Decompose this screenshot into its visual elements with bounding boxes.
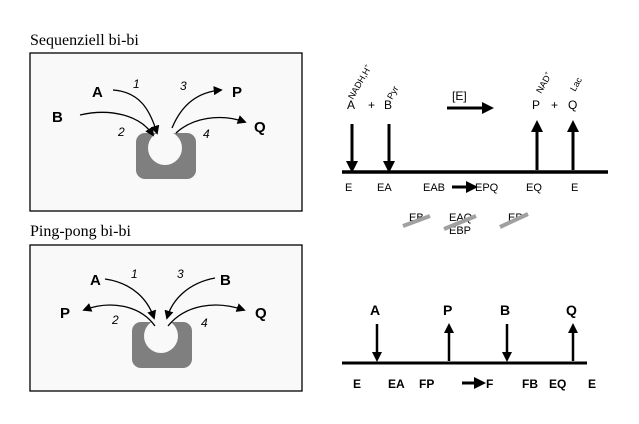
seq-step-4: 4 <box>203 127 210 141</box>
pp-state-e2: E <box>588 377 596 391</box>
seq-arrow-b-in <box>79 111 154 137</box>
pp-state-fb: FB <box>522 377 538 391</box>
pp-arrow-p-out <box>82 303 156 327</box>
pp-product-p: P <box>60 305 70 322</box>
seq-product-p: P <box>232 84 242 101</box>
pp-state-e1: E <box>353 377 361 391</box>
seq-cofactor-nad: NAD+ <box>534 70 554 95</box>
seq-state-e1: E <box>345 182 352 194</box>
seq-arrow-q-out <box>175 115 247 134</box>
seq-state-eq: EQ <box>526 182 542 194</box>
pp-arrow-a-in <box>104 278 157 320</box>
seq-enzyme-label: [E] <box>452 89 467 103</box>
pp-state-ea: EA <box>388 377 405 391</box>
seq-excluded-ebp: EBP <box>449 225 471 237</box>
pp-product-q: Q <box>255 305 267 322</box>
pingpong-mechanism-panel: A B P Q 1 2 3 4 <box>29 244 303 392</box>
pingpong-heading: Ping-pong bi-bi <box>30 223 131 240</box>
seq-state-e2: E <box>571 182 578 194</box>
pp-arrow-b-in <box>164 277 216 320</box>
pp-step-1: 1 <box>131 267 138 281</box>
seq-substrate-a: A <box>92 84 103 101</box>
sequential-enzyme-shape <box>136 131 196 179</box>
seq-line-q: Q <box>568 98 577 112</box>
seq-line-p: P <box>532 98 540 112</box>
seq-product-q: Q <box>254 119 266 136</box>
pp-substrate-b: B <box>220 272 231 289</box>
seq-state-epq: EPQ <box>475 182 499 194</box>
pp-substrate-a: A <box>90 272 101 289</box>
seq-cofactor-nadh: NADH,H+ <box>346 63 374 101</box>
pp-line-p: P <box>443 302 452 318</box>
seq-step-1: 1 <box>133 77 140 91</box>
seq-cofactor-lac: Lac <box>568 75 584 93</box>
sequential-heading: Sequenziell bi-bi <box>30 32 139 49</box>
pp-step-3: 3 <box>177 267 184 281</box>
seq-step-2: 2 <box>117 125 125 139</box>
pingpong-reaction-scheme: A P B Q E EA FP F FB EQ E <box>342 302 596 391</box>
sequential-reaction-scheme: NADH,H+ Pyr A + B [E] NAD+ Lac P + Q E E… <box>342 63 608 237</box>
seq-line-a: A <box>347 98 355 112</box>
pp-arrow-q-out <box>167 303 246 327</box>
pp-line-a: A <box>370 302 380 318</box>
seq-line-plus-1: + <box>368 98 375 112</box>
seq-step-3: 3 <box>180 79 187 93</box>
seq-state-ea: EA <box>377 182 392 194</box>
pp-step-4: 4 <box>201 316 208 330</box>
seq-strike-ep <box>499 212 529 229</box>
pp-line-q: Q <box>566 302 577 318</box>
pp-line-b: B <box>500 302 510 318</box>
pingpong-enzyme-shape <box>132 319 192 368</box>
seq-line-b: B <box>384 98 392 112</box>
sequential-mechanism-panel: A B P Q 1 2 3 4 <box>29 52 303 212</box>
pp-state-f: F <box>486 377 493 391</box>
pp-state-eq: EQ <box>549 377 566 391</box>
seq-strike-eb <box>402 214 431 228</box>
seq-state-eab: EAB <box>423 182 445 194</box>
pp-step-2: 2 <box>111 313 119 327</box>
pp-state-fp: FP <box>419 377 434 391</box>
seq-arrow-p-out <box>171 86 223 129</box>
seq-line-plus-2: + <box>551 98 558 112</box>
seq-strike-eaq <box>443 214 477 231</box>
seq-substrate-b: B <box>52 109 63 126</box>
seq-arrow-a-in <box>112 89 160 135</box>
